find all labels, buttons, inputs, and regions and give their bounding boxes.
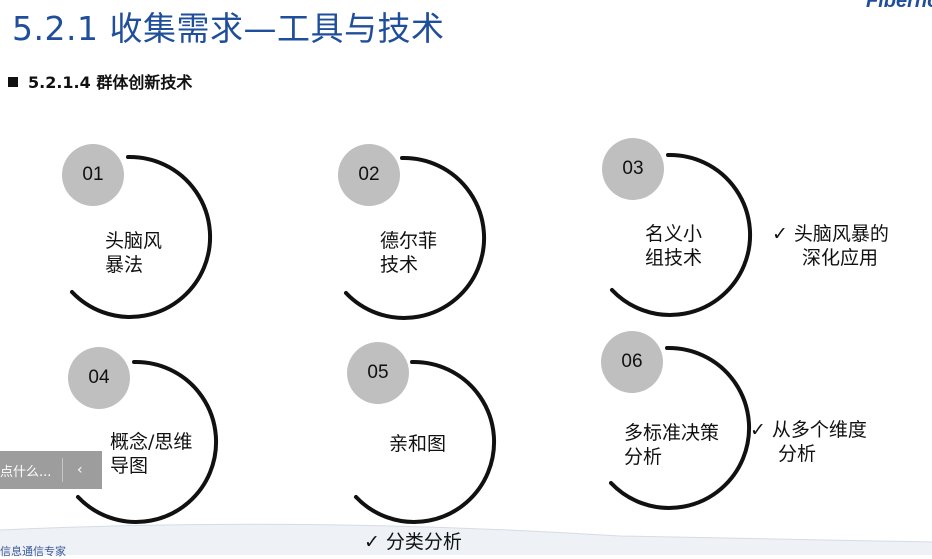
note-text: 分类分析 xyxy=(385,531,462,553)
badge-06: 06 xyxy=(601,331,663,393)
note-text: 头脑风暴的 xyxy=(793,223,889,245)
technique-label-03: 名义小 组技术 xyxy=(645,222,702,270)
technique-label-line: 技术 xyxy=(380,254,419,276)
technique-label-line: 暴法 xyxy=(105,254,144,276)
slide-title: 5.2.1 收集需求—工具与技术 xyxy=(12,9,445,48)
technique-label-line: 多标准决策 xyxy=(624,422,720,444)
technique-label-line: 头脑风 xyxy=(105,230,163,252)
note-affinity: ✓分类分析 xyxy=(364,530,462,554)
checkmark-icon: ✓ xyxy=(364,531,380,553)
note-text: 从多个维度 xyxy=(771,419,867,441)
footer-band xyxy=(0,516,932,555)
arc-05 xyxy=(354,359,497,524)
note-nominal-group: ✓头脑风暴的 深化应用 xyxy=(772,222,889,270)
badge-05: 05 xyxy=(347,342,409,404)
technique-label-line: 概念/思维 xyxy=(110,431,193,453)
arc-03 xyxy=(610,152,753,317)
technique-label-line: 分析 xyxy=(624,446,663,468)
technique-label-05: 亲和图 xyxy=(389,432,446,456)
note-mcda: ✓从多个维度 分析 xyxy=(750,418,867,466)
search-widget[interactable]: 点什么... ‹ xyxy=(0,451,102,489)
badge-04: 04 xyxy=(68,347,130,409)
footer-swoosh xyxy=(0,523,932,555)
arc-01 xyxy=(70,154,213,319)
badge-02: 02 xyxy=(338,144,400,206)
note-text: 分析 xyxy=(778,443,817,465)
technique-label-01: 头脑风 暴法 xyxy=(105,229,162,277)
arc-04 xyxy=(76,359,219,524)
search-separator xyxy=(62,458,63,482)
arc-06 xyxy=(609,345,752,510)
square-bullet-icon xyxy=(8,77,18,87)
technique-label-04: 概念/思维 导图 xyxy=(110,430,192,478)
footer-text: 信息通信专家 xyxy=(0,545,66,558)
technique-label-line: 名义小 xyxy=(645,223,703,245)
badge-01: 01 xyxy=(62,144,124,206)
checkmark-icon: ✓ xyxy=(772,223,788,245)
technique-label-06: 多标准决策 分析 xyxy=(624,421,719,469)
checkmark-icon: ✓ xyxy=(750,419,766,441)
badge-03: 03 xyxy=(602,138,664,200)
section-heading-text: 5.2.1.4 群体创新技术 xyxy=(28,73,193,92)
chevron-left-icon[interactable]: ‹ xyxy=(77,462,83,478)
brand-logo: Fiberho xyxy=(866,0,932,12)
technique-label-line: 导图 xyxy=(110,455,149,477)
note-text: 深化应用 xyxy=(802,247,879,269)
technique-label-02: 德尔菲 技术 xyxy=(380,229,437,277)
search-input[interactable]: 点什么... xyxy=(0,464,52,480)
technique-label-line: 亲和图 xyxy=(389,433,447,455)
section-heading: 5.2.1.4 群体创新技术 xyxy=(8,69,192,93)
technique-label-line: 德尔菲 xyxy=(380,230,438,252)
arc-02 xyxy=(344,155,487,320)
technique-label-line: 组技术 xyxy=(645,247,703,269)
